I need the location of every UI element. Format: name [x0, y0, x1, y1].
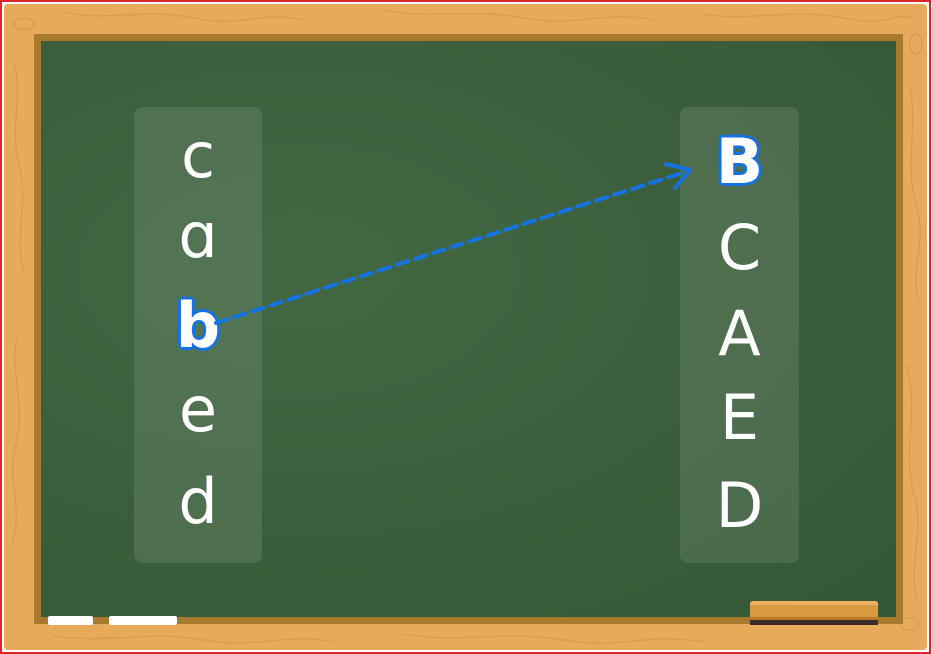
uppercase-letter-tile-selected[interactable]: B — [715, 125, 764, 198]
lowercase-letter-tile[interactable]: d — [178, 465, 218, 538]
wooden-frame: c ɑ b e d B C A E D — [4, 4, 927, 650]
uppercase-letter-tile[interactable]: C — [717, 211, 762, 284]
lowercase-letter-tile[interactable]: ɑ — [178, 199, 218, 272]
chalk-stick — [109, 616, 177, 625]
lowercase-letter-tile-selected[interactable]: b — [175, 289, 221, 362]
chalkboard: c ɑ b e d B C A E D — [34, 34, 903, 624]
uppercase-letter-tile[interactable]: A — [718, 297, 761, 370]
lowercase-letter-tile[interactable]: c — [180, 119, 216, 192]
uppercase-letter-tile[interactable]: E — [719, 381, 760, 454]
chalk-stick — [48, 616, 93, 625]
eraser-icon — [750, 601, 878, 625]
lowercase-letter-column: c ɑ b e d — [134, 107, 262, 563]
wood-grain-pattern — [11, 9, 923, 644]
uppercase-letter-column: B C A E D — [680, 107, 799, 563]
uppercase-letter-tile[interactable]: D — [715, 469, 764, 542]
lowercase-letter-tile[interactable]: e — [178, 373, 218, 446]
